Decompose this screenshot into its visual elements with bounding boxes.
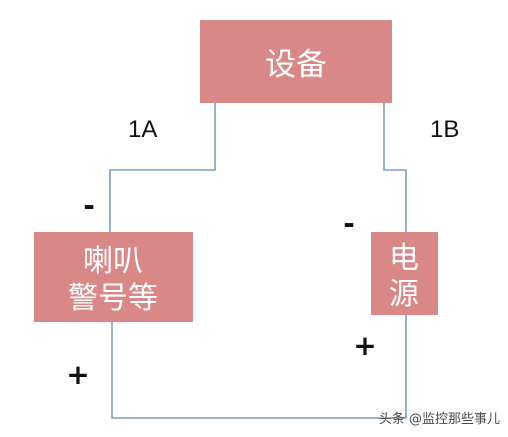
speaker-box: [34, 232, 193, 322]
power-supply-label-line2: 源: [389, 277, 419, 312]
power-supply-plus-sign: +: [353, 329, 376, 362]
speaker-label-line2: 警号等: [68, 281, 158, 316]
speaker-plus-sign: +: [66, 358, 89, 391]
wire-speaker-plus-to-power-plus: [111, 315, 407, 419]
port-1b-label: 1B: [430, 116, 459, 143]
speaker-label-line1: 喇叭: [83, 244, 143, 279]
power-supply-minus-sign: -: [343, 207, 355, 240]
power-supply-box: [371, 232, 438, 315]
device-box: [200, 20, 392, 103]
device-label: 设备: [265, 47, 327, 83]
speaker-minus-sign: -: [83, 189, 95, 222]
watermark-text: 头条 @监控那些事儿: [378, 412, 500, 427]
wire-device-1a-to-speaker-minus: [109, 103, 216, 232]
power-supply-label-line1: 电: [389, 241, 419, 276]
wire-device-1b-to-power-minus: [383, 103, 407, 232]
port-1a-label: 1A: [128, 116, 157, 143]
